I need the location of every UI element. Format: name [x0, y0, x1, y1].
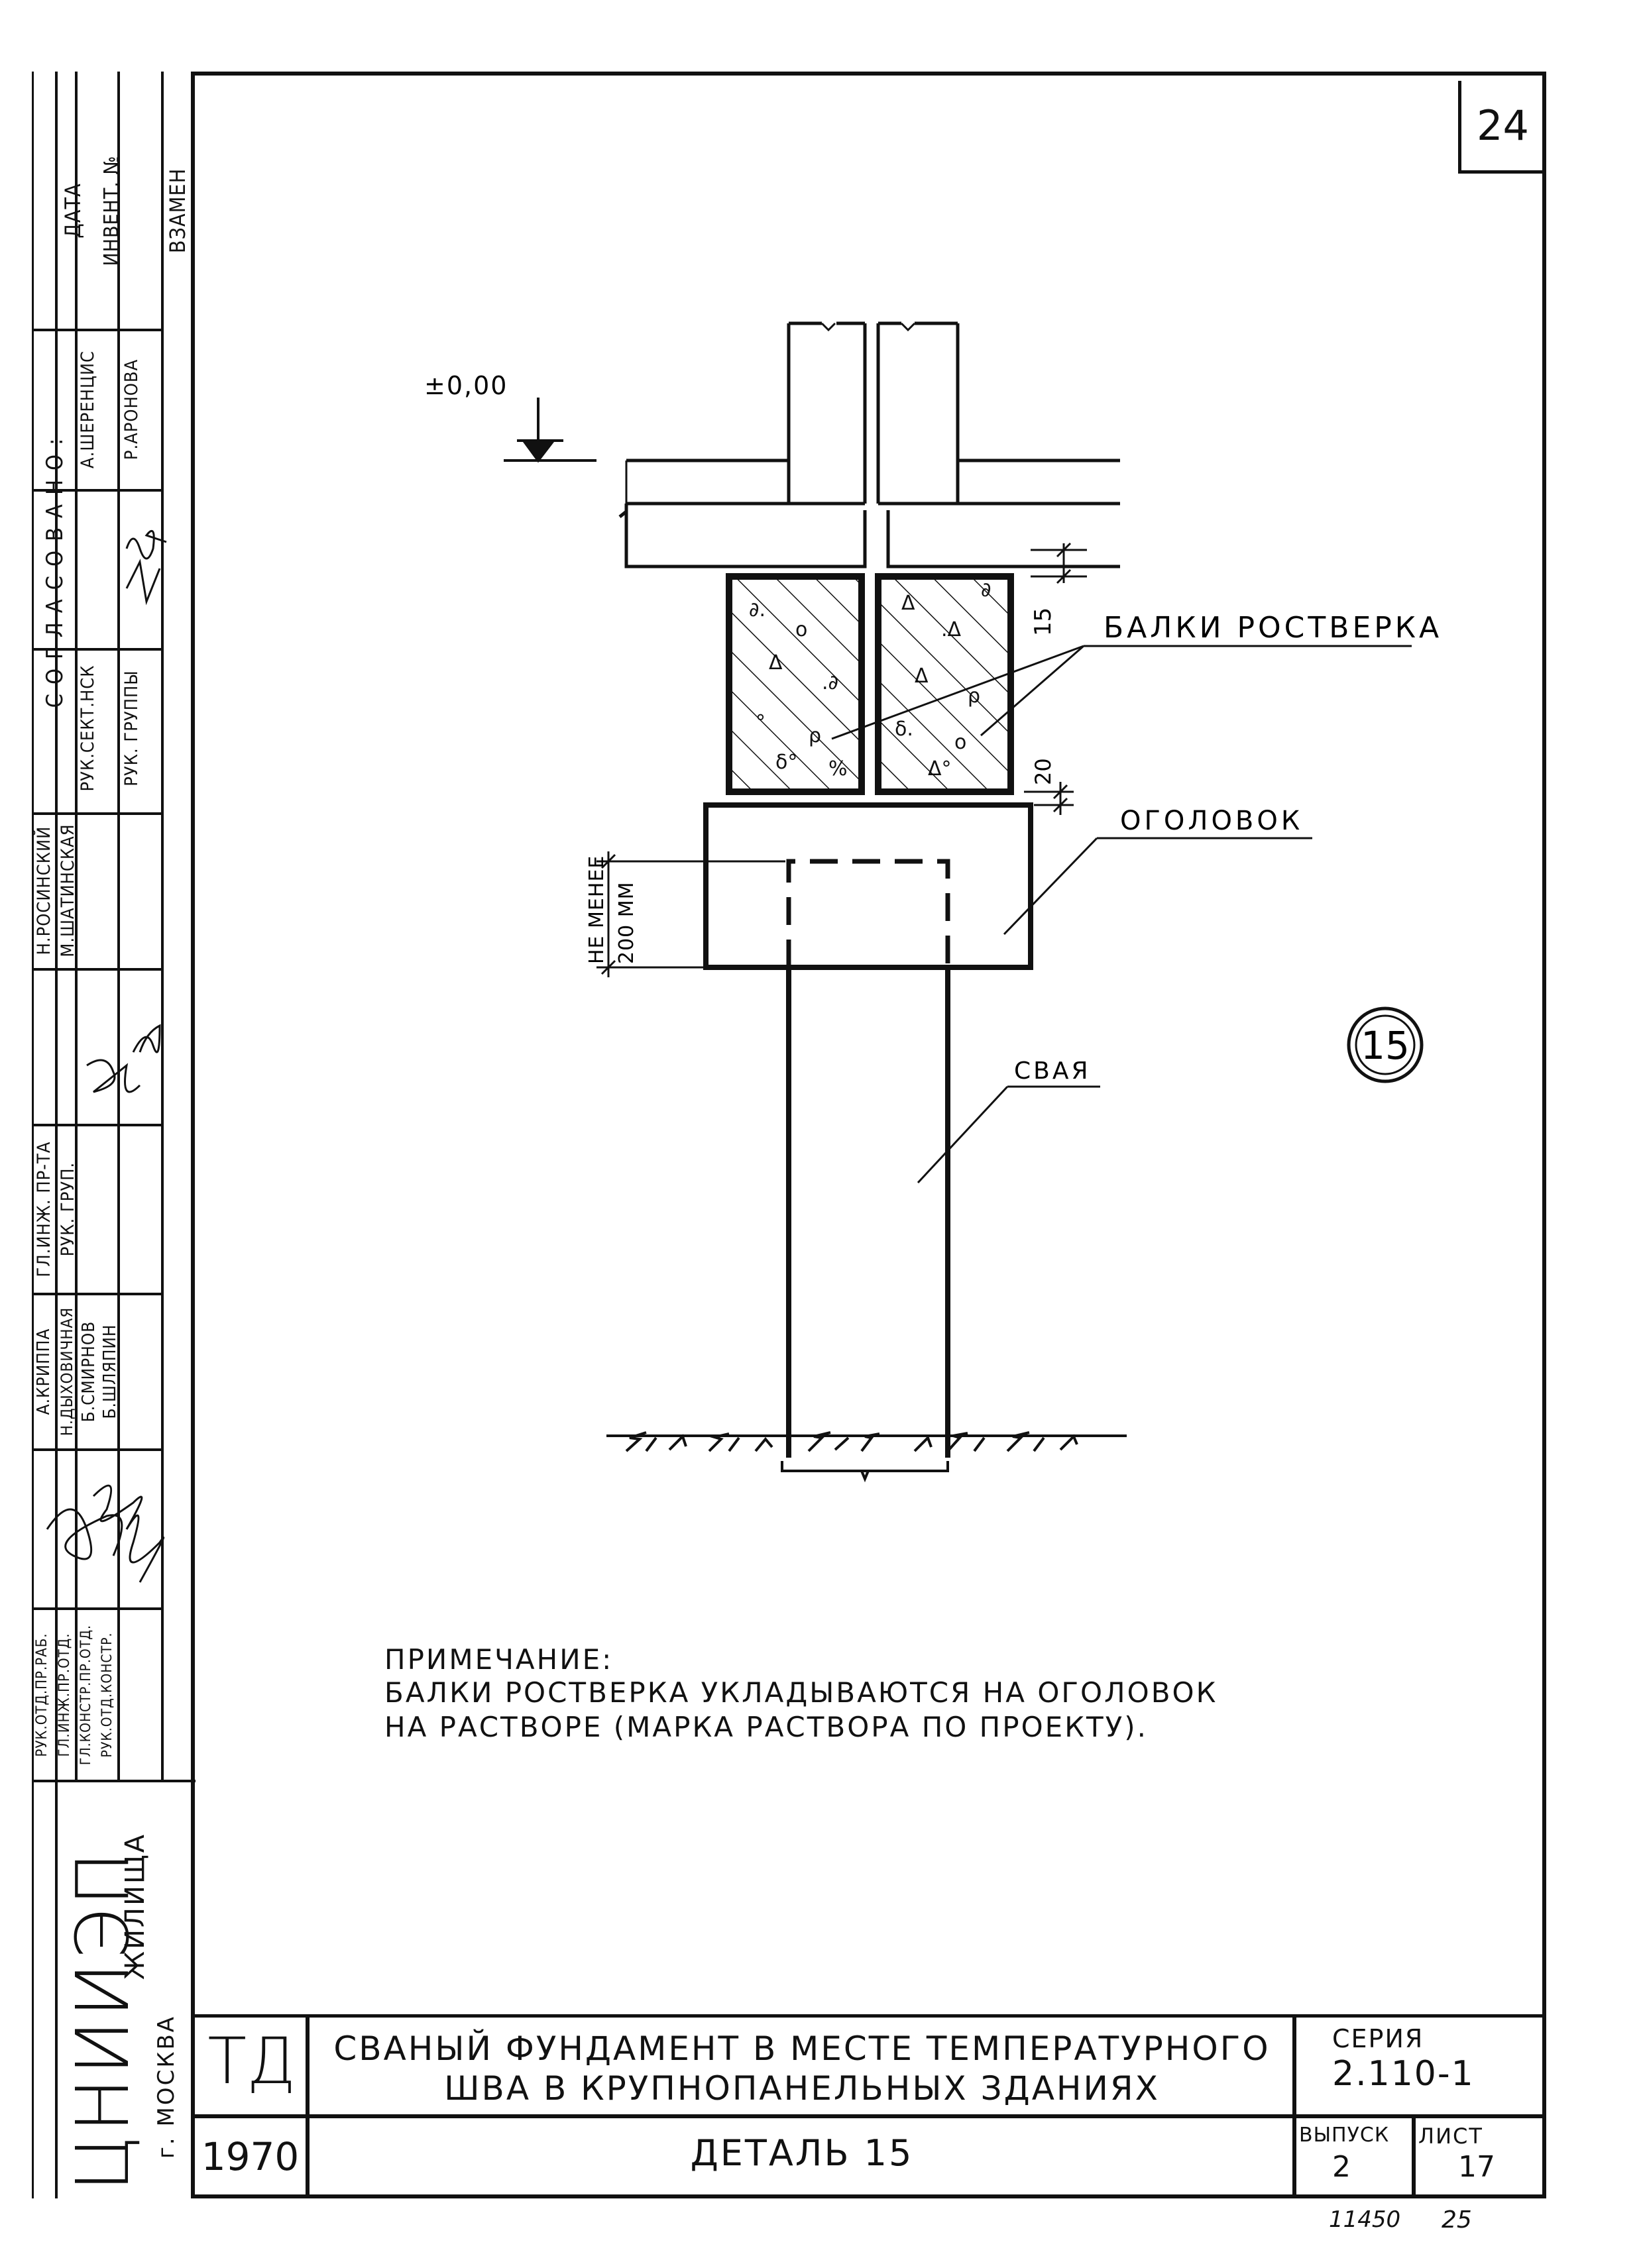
- level-mark-text: ±0,00: [424, 371, 508, 400]
- strip-grid: [34, 72, 196, 2198]
- tb-series-label: СЕРИЯ: [1332, 2024, 1424, 2053]
- ground-line: [606, 1431, 1127, 1483]
- svg-text:∂.: ∂.: [749, 598, 765, 621]
- tb-title-line-1: СВАНЫЙ ФУНДАМЕНТ В МЕСТЕ ТЕМПЕРАТУРНОГО: [333, 2029, 1271, 2068]
- dim-15-text: 15: [1030, 608, 1056, 636]
- beam-left: [726, 573, 865, 795]
- tb-issue-label: ВЫПУСК: [1299, 2124, 1390, 2147]
- level-mark: [504, 398, 596, 463]
- tb-sheet-label: ЛИСТ: [1418, 2124, 1483, 2149]
- footer-left-number: 11450: [1329, 2206, 1401, 2233]
- detail-number: 15: [1361, 1023, 1410, 1068]
- note-line-2: НА РАСТВОРЕ (МАРКА РАСТВОРА ПО ПРОЕКТУ).: [384, 1711, 1148, 1743]
- pile-cap: [703, 802, 1033, 970]
- dim-20-text: 20: [1031, 758, 1056, 785]
- pile-body: [786, 967, 950, 1458]
- footer-right-number: 25: [1442, 2206, 1472, 2234]
- note-line-1: БАЛКИ РОСТВЕРКА УКЛАДЫВАЮТСЯ НА ОГОЛОВОК: [384, 1676, 1218, 1709]
- svg-text:ρ: ρ: [809, 724, 821, 747]
- svg-text:∂: ∂: [981, 578, 991, 602]
- approval-strip: ДАТА ИНВЕНТ. № ВЗАМЕН СОГЛАСОВАНО: РУК.С…: [32, 72, 196, 2198]
- tb-sheet-value: 17: [1458, 2150, 1495, 2184]
- signatures: [46, 529, 167, 1583]
- note-heading: ПРИМЕЧАНИЕ:: [384, 1643, 614, 1676]
- floor-slabs: [618, 459, 1120, 568]
- svg-text:ο: ο: [954, 731, 966, 754]
- svg-text:ρ: ρ: [968, 684, 980, 708]
- detail-marker: [1347, 1006, 1424, 1083]
- beam-right: [875, 573, 1014, 795]
- svg-text:Δ: Δ: [915, 665, 929, 688]
- title-block-grid: [191, 2014, 1546, 2198]
- svg-text:Δ°: Δ°: [928, 757, 952, 781]
- tb-series-value: 2.110-1: [1332, 2054, 1475, 2094]
- drawing-frame: [191, 72, 1546, 2198]
- concrete-aggregate: ∂.οΔ .∂°ρ δ°% Δ.ΔΔ ρδ.ο Δ°∂: [749, 578, 991, 781]
- svg-text:.∂: .∂: [822, 671, 838, 694]
- svg-text:δ.: δ.: [895, 718, 913, 741]
- cap-leader: [1003, 837, 1312, 936]
- dim-min-text-2: 200 ММ: [615, 881, 638, 964]
- label-cap: ОГОЛОВОК: [1120, 806, 1303, 836]
- beams-leader: [831, 645, 1412, 740]
- tb-year: 1970: [201, 2134, 300, 2179]
- wall-panels: [787, 321, 960, 504]
- dim-15: [1031, 542, 1087, 584]
- dim-min-200: [596, 851, 785, 977]
- pile-leader: [917, 1085, 1100, 1184]
- pile-hidden-outline: [786, 859, 950, 967]
- label-beams: БАЛКИ РОСТВЕРКА: [1104, 611, 1442, 645]
- svg-text:Δ: Δ: [769, 651, 783, 675]
- svg-text:δ°: δ°: [775, 751, 797, 774]
- svg-text:%: %: [828, 757, 848, 781]
- tb-detail: ДЕТАЛЬ 15: [690, 2132, 914, 2174]
- label-pile: СВАЯ: [1014, 1057, 1090, 1085]
- svg-text:ο: ο: [795, 618, 807, 641]
- dim-min-text-1: НЕ МЕНЕЕ: [585, 855, 608, 964]
- tb-code: ТД: [207, 2024, 296, 2098]
- svg-text:.Δ: .Δ: [941, 618, 962, 641]
- tb-title-line-2: ШВА В КРУПНОПАНЕЛЬНЫХ ЗДАНИЯХ: [444, 2069, 1160, 2108]
- tb-issue-value: 2: [1332, 2150, 1351, 2184]
- dim-20: [1024, 782, 1074, 815]
- sheet-number: 24: [1458, 81, 1544, 174]
- svg-text:Δ: Δ: [901, 592, 915, 615]
- svg-text:°: °: [756, 711, 765, 734]
